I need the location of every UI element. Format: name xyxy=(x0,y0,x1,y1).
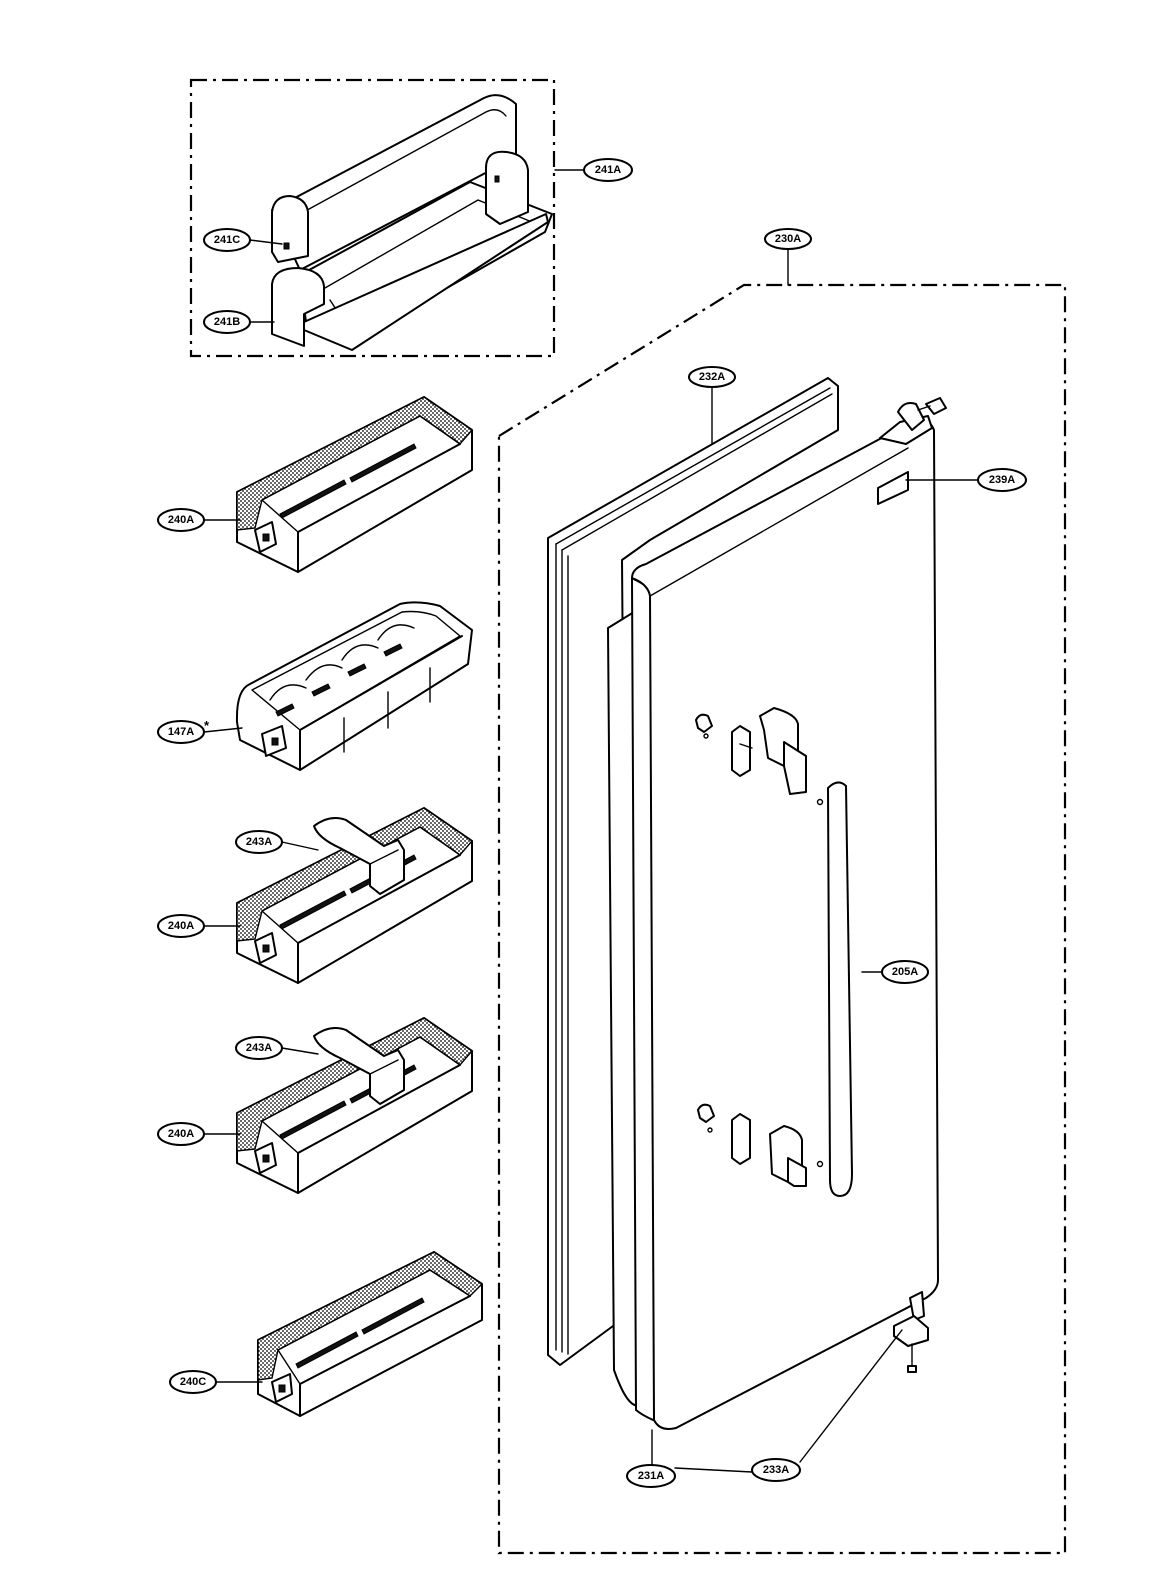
svg-text:233A: 233A xyxy=(763,1464,789,1476)
door-handle-205A xyxy=(695,707,853,1197)
svg-text:241A: 241A xyxy=(595,164,621,176)
asterisk-mark: * xyxy=(204,718,210,733)
callout-241B: 241B xyxy=(203,310,251,334)
callout-240A-1: 240A xyxy=(157,508,205,532)
callout-241C: 241C xyxy=(203,228,251,252)
bottle-divider-243A-1 xyxy=(313,817,405,895)
door-outer-panel-231A xyxy=(631,419,939,1430)
svg-text:240A: 240A xyxy=(168,1128,194,1140)
callout-147A: 147A * xyxy=(157,718,210,744)
callout-232A: 232A xyxy=(688,366,736,388)
callout-243A-1: 243A xyxy=(235,830,283,854)
svg-text:230A: 230A xyxy=(775,233,801,245)
svg-text:232A: 232A xyxy=(699,371,725,383)
egg-tray-147A xyxy=(235,601,473,771)
svg-text:205A: 205A xyxy=(892,966,918,978)
svg-text:243A: 243A xyxy=(246,1042,272,1054)
label-plate-239A xyxy=(877,471,909,505)
door-bin-240C xyxy=(257,1251,484,1417)
door-basket-241A xyxy=(271,94,553,351)
top-hinge-cover xyxy=(879,397,947,445)
svg-text:239A: 239A xyxy=(989,474,1015,486)
svg-text:241B: 241B xyxy=(214,316,240,328)
group-box-230A xyxy=(497,283,1067,1555)
svg-text:243A: 243A xyxy=(246,836,272,848)
callout-231A: 231A xyxy=(626,1464,676,1488)
door-bin-240A-1 xyxy=(236,396,474,573)
lower-hinge-233A xyxy=(893,1291,929,1373)
svg-text:240C: 240C xyxy=(180,1376,206,1388)
callout-240A-3: 240A xyxy=(157,1122,205,1146)
svg-text:147A: 147A xyxy=(168,726,194,738)
callout-233A: 233A xyxy=(751,1458,801,1482)
svg-text:240A: 240A xyxy=(168,514,194,526)
callout-240C: 240C xyxy=(169,1370,217,1394)
callout-230A: 230A xyxy=(764,228,812,250)
leader-lines xyxy=(203,169,979,1473)
callout-239A: 239A xyxy=(977,468,1027,492)
group-box-241A xyxy=(189,78,556,358)
callout-205A: 205A xyxy=(881,960,929,984)
callout-241A: 241A xyxy=(583,158,633,182)
callout-243A-2: 243A xyxy=(235,1036,283,1060)
svg-text:231A: 231A xyxy=(638,1470,664,1482)
svg-text:241C: 241C xyxy=(214,234,240,246)
callout-240A-2: 240A xyxy=(157,914,205,938)
svg-text:240A: 240A xyxy=(168,920,194,932)
bottle-divider-243A-2 xyxy=(313,1027,405,1105)
